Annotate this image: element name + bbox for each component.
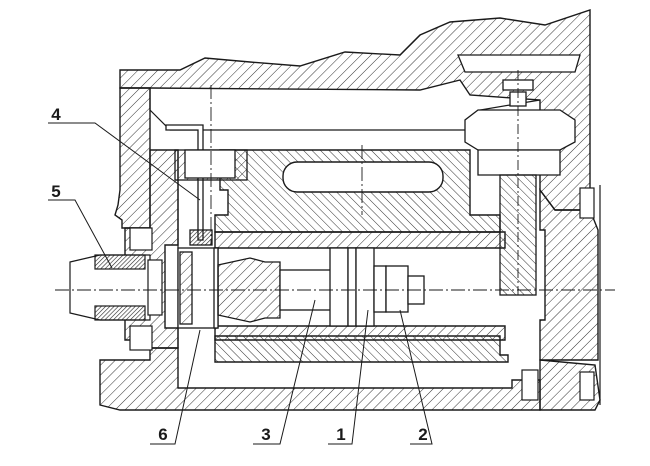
cored-passage <box>282 161 444 193</box>
part-6-cap <box>177 247 219 329</box>
part-2-nut <box>373 265 425 313</box>
housing <box>99 9 601 411</box>
leader-1 <box>328 309 369 445</box>
callout-4: 4 <box>51 105 61 124</box>
cylinder-liner-top <box>214 231 506 249</box>
callout-2: 2 <box>418 425 428 444</box>
bolts-right <box>521 187 595 401</box>
part-1-piston <box>329 247 375 327</box>
top-fitting <box>457 54 581 296</box>
callout-1: 1 <box>336 425 346 444</box>
right-housing <box>539 187 599 361</box>
leader-6 <box>150 329 201 445</box>
leader-lines <box>48 122 433 445</box>
leader-5 <box>48 199 113 269</box>
callout-6: 6 <box>158 425 168 444</box>
callout-3: 3 <box>261 425 271 444</box>
housing-left-wall <box>114 87 151 229</box>
leader-3 <box>253 299 316 445</box>
leader-4 <box>48 122 201 201</box>
centerlines <box>55 85 615 291</box>
callout-5: 5 <box>51 182 61 201</box>
part-5-seal <box>69 227 163 351</box>
cylinder-liner-bottom <box>214 325 506 341</box>
leader-2 <box>399 309 433 445</box>
